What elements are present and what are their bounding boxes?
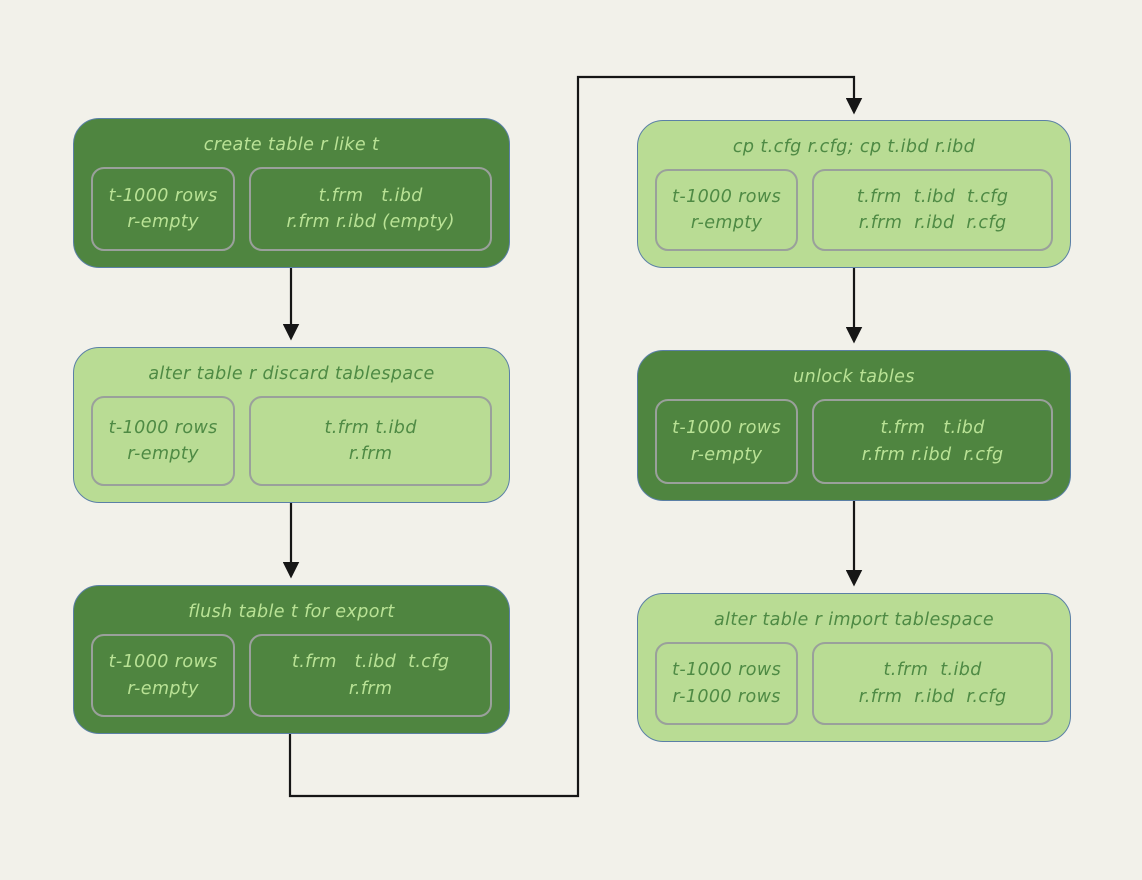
files-line: t.frm t.ibd [883, 660, 982, 681]
rows-line: t-1000 rows [108, 652, 218, 673]
files-state-box: t.frm t.ibd t.cfg r.frm [249, 634, 492, 717]
files-line: r.frm r.ibd (empty) [286, 212, 455, 232]
rows-state-box: t-1000 rows r-empty [655, 399, 799, 484]
rows-line: r-empty [127, 212, 199, 232]
rows-state-box: t-1000 rows r-1000 rows [655, 642, 799, 725]
node-title: unlock tables [793, 367, 915, 387]
rows-state-box: t-1000 rows r-empty [91, 634, 236, 717]
node-flush-table[interactable]: flush table t for export t-1000 rows r-e… [73, 585, 510, 734]
rows-line: t-1000 rows [672, 660, 782, 681]
files-line: r.frm r.ibd r.cfg [858, 686, 1007, 707]
rows-state-box: t-1000 rows r-empty [91, 396, 236, 486]
node-unlock-tables[interactable]: unlock tables t-1000 rows r-empty t.frm … [637, 350, 1071, 501]
files-state-box: t.frm t.ibd r.frm r.ibd r.cfg [812, 399, 1053, 484]
files-line: r.frm r.ibd r.cfg [858, 213, 1007, 233]
files-line: t.frm t.ibd [318, 185, 423, 206]
node-title: cp t.cfg r.cfg; cp t.ibd r.ibd [732, 137, 976, 157]
rows-line: t-1000 rows [672, 186, 782, 207]
files-line: t.frm t.ibd [880, 418, 985, 439]
files-state-box: t.frm t.ibd r.frm r.ibd r.cfg [812, 642, 1053, 725]
node-title: alter table r discard tablespace [148, 364, 435, 384]
files-state-box: t.frm t.ibd r.frm r.ibd (empty) [249, 167, 492, 251]
rows-line: t-1000 rows [108, 185, 218, 206]
files-state-box: t.frm t.ibd r.frm [249, 396, 492, 486]
node-title: create table r like t [203, 135, 380, 155]
rows-line: r-1000 rows [672, 686, 781, 707]
node-discard-tablespace[interactable]: alter table r discard tablespace t-1000 … [73, 347, 510, 503]
rows-state-box: t-1000 rows r-empty [655, 169, 799, 251]
node-title: flush table t for export [188, 602, 395, 622]
rows-line: r-empty [690, 444, 763, 465]
rows-line: t-1000 rows [672, 418, 782, 439]
node-import-tablespace[interactable]: alter table r import tablespace t-1000 r… [637, 593, 1071, 742]
rows-line: t-1000 rows [108, 417, 218, 438]
files-state-box: t.frm t.ibd t.cfg r.frm r.ibd r.cfg [812, 169, 1053, 251]
files-line: r.frm r.ibd r.cfg [861, 444, 1004, 465]
node-create-table[interactable]: create table r like t t-1000 rows r-empt… [73, 118, 510, 268]
node-title: alter table r import tablespace [713, 610, 995, 630]
files-line: t.frm t.ibd t.cfg [856, 186, 1009, 207]
rows-line: r-empty [690, 213, 763, 233]
files-line: t.frm t.ibd t.cfg [291, 652, 450, 673]
files-line: t.frm t.ibd [324, 417, 417, 438]
files-line: r.frm [348, 444, 393, 464]
rows-line: r-empty [127, 678, 199, 699]
rows-line: r-empty [127, 444, 199, 464]
files-line: r.frm [348, 678, 393, 699]
rows-state-box: t-1000 rows r-empty [91, 167, 236, 251]
node-copy-files[interactable]: cp t.cfg r.cfg; cp t.ibd r.ibd t-1000 ro… [637, 120, 1071, 268]
